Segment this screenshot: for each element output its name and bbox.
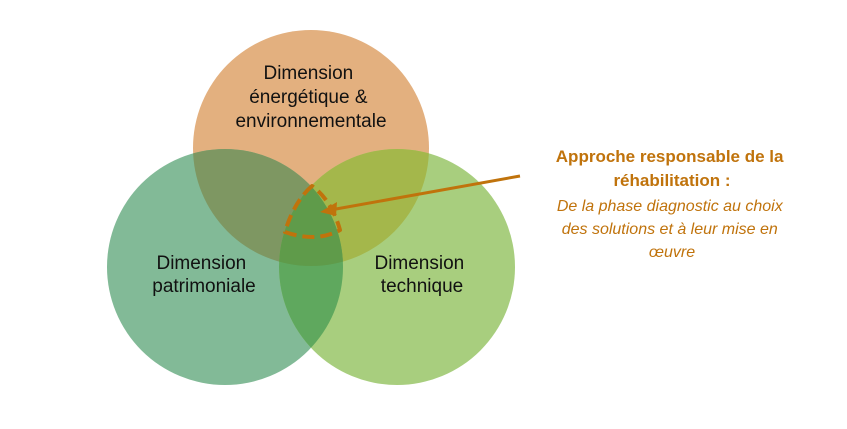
left-circle-label: Dimension patrimoniale	[152, 253, 256, 297]
callout-title: Approche responsable de la réhabilitatio…	[556, 147, 788, 190]
callout-description-line: De la phase diagnostic au choix	[557, 198, 784, 215]
callout-arrow-line	[335, 174, 521, 211]
callout-title-line: réhabilitation :	[613, 171, 730, 190]
right-circle-label: Dimension technique	[374, 253, 469, 297]
right-circle-label-line: technique	[381, 276, 463, 297]
top-circle-label-line: environnementale	[235, 111, 386, 132]
right-circle-label-line: Dimension	[374, 253, 464, 274]
callout-title-line: Approche responsable de la	[556, 147, 784, 166]
top-circle-label-line: énergétique &	[249, 87, 368, 108]
center-highlight-outline	[283, 184, 342, 239]
left-circle-label-line: patrimoniale	[152, 276, 256, 297]
overlap-energy-heritage	[193, 149, 343, 266]
callout-description-line: œuvre	[649, 244, 695, 261]
callout-description-line: des solutions et à leur mise en	[562, 221, 778, 238]
top-circle-label-line: Dimension	[263, 63, 353, 84]
callout-arrowhead	[320, 202, 337, 216]
left-circle-label-line: Dimension	[156, 253, 246, 274]
top-circle-label: Dimension énergétique & environnementale	[235, 63, 386, 132]
callout-description: De la phase diagnostic au choix des solu…	[557, 198, 787, 261]
